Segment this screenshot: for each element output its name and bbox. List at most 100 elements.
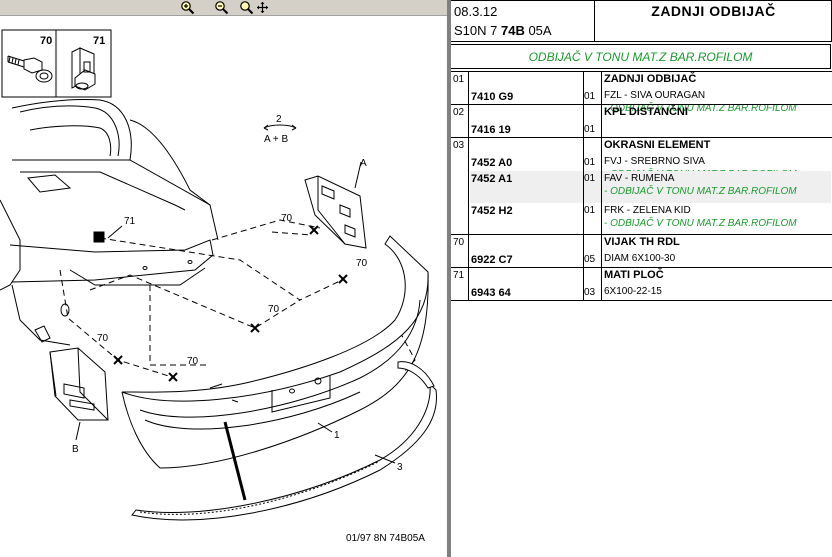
parts-header: 08.3.12 S10N 7 74B 05A ZADNJI ODBIJAČ [451, 0, 832, 42]
clip-nut-icon [71, 47, 96, 91]
part-quantity: 01 [584, 205, 596, 216]
part-quantity: 01 [584, 157, 596, 168]
part-row[interactable]: 7452 H2 01 FRK - ZELENA KID - ODBIJAČ V TON… [470, 203, 831, 235]
exploded-parts-diagram: 70 71 [0, 29, 437, 521]
header-info: 08.3.12 S10N 7 74B 05A [451, 1, 595, 42]
group-position-cell: 02 [451, 105, 469, 137]
label-70-d: 70 [97, 333, 109, 344]
group-name: MATI PLOČ [604, 269, 664, 281]
parts-group: 02 7416 19 01 KPL DISTANČNI [451, 104, 832, 138]
part-row[interactable]: 7452 A1 01 FAV - RUMENA - ODBIJAČ V TONU MA… [470, 171, 831, 203]
part-description: DIAM 6X100-30 [604, 253, 676, 264]
group-name: ZADNJI ODBIJAČ [604, 73, 697, 85]
header-code-prefix: S10N 7 [454, 23, 501, 38]
group-position-cell: 03 [451, 138, 469, 234]
group-position-cell: 70 [451, 235, 469, 267]
part-row[interactable]: 6943 64 03 6X100-22-15 [470, 269, 831, 301]
bracket-a: A [304, 158, 367, 249]
label-1: 1 [334, 430, 340, 441]
part-row[interactable]: 6922 C7 05 DIAM 6X100-30 [470, 236, 831, 268]
group-quantity-column [583, 105, 602, 137]
part-row[interactable]: 7410 G9 01 FZL - SIVA OURAGAN - ODBIJAČ V T… [470, 73, 831, 114]
group-quantity-column [583, 138, 602, 234]
callout-box-71: 71 [55, 29, 112, 98]
label-70-e: 70 [187, 356, 199, 367]
part-description: FRK - ZELENA KID [604, 205, 691, 216]
car-body-outline [0, 98, 219, 346]
group-name: OKRASNI ELEMENT [604, 139, 711, 151]
label-2: 2 [276, 114, 282, 125]
part-note: - ODBIJAČ V TONU MAT.Z BAR.ROFILOM [604, 186, 797, 197]
zoom-out-button[interactable] [212, 0, 230, 15]
diagram-code: 01/97 8N 74B05A [346, 533, 425, 544]
fastener-marks [113, 225, 348, 382]
group-position: 01 [453, 74, 465, 85]
diagram-toolbar [0, 0, 447, 16]
label-71: 71 [124, 216, 136, 227]
header-code-bold: 74B [500, 23, 525, 38]
part-quantity: 01 [584, 173, 596, 184]
part-note: - ODBIJAČ V TONU MAT.Z BAR.ROFILOM [604, 218, 797, 229]
label-70-b: 70 [356, 258, 368, 269]
part-description: 6X100-22-15 [604, 286, 662, 297]
group-position-cell: 01 [451, 72, 469, 104]
label-a-plus-b: A + B [264, 134, 289, 145]
diagram-pane: 70 71 [0, 0, 447, 544]
label-b: B [72, 444, 79, 455]
part-note: - ODBIJAČ V TONU MAT.Z BAR.ROFILOM [604, 103, 797, 114]
label-70-a: 70 [281, 213, 293, 224]
part-row[interactable]: 7416 19 01 [470, 106, 831, 138]
part-description: FVJ - SREBRNO SIVA [604, 156, 705, 167]
header-code-suffix: 05A [524, 23, 552, 38]
callout-box-70: 70 [1, 29, 57, 98]
group-position: 70 [453, 237, 465, 248]
parts-group: 71 6943 64 03 6X100-22-15 MATI PLOČ [451, 267, 832, 301]
assembly-lines [59, 219, 416, 379]
part-reference[interactable]: 6922 C7 [471, 254, 513, 266]
zoom-out-icon [214, 1, 228, 15]
parts-group: 70 6922 C7 05 DIAM 6X100-30 VIJAK TH RDL [451, 234, 832, 268]
variant-banner: ODBIJAČ V TONU MAT.Z BAR.ROFILOM [451, 44, 831, 69]
part-quantity: 01 [584, 91, 596, 102]
zoom-move-icon [240, 1, 268, 15]
page-title: ZADNJI ODBIJAČ [651, 3, 776, 19]
callout-71-label: 71 [93, 35, 105, 47]
part-reference[interactable]: 7452 A1 [471, 173, 513, 185]
parts-group: 03 7452 A0 01 FVJ - SREBRNO SIVA - ODBIJAČ V… [451, 137, 832, 235]
part-reference[interactable]: 6943 64 [471, 287, 511, 299]
group-quantity-column [583, 268, 602, 300]
group-position-cell: 71 [451, 268, 469, 300]
group-position: 02 [453, 107, 465, 118]
part-quantity: 05 [584, 254, 596, 265]
header-code: S10N 7 74B 05A [454, 23, 552, 38]
rear-bumper: 1 [121, 235, 429, 501]
part-reference[interactable]: 7416 19 [471, 124, 511, 136]
parts-list-pane: 08.3.12 S10N 7 74B 05A ZADNJI ODBIJAČ OD… [451, 0, 832, 557]
part-reference[interactable]: 7452 H2 [471, 205, 513, 217]
zoom-move-button[interactable] [238, 0, 270, 15]
label-a: A [360, 158, 367, 169]
group-name: KPL DISTANČNI [604, 106, 688, 118]
zoom-in-button[interactable] [178, 0, 196, 15]
callout-70-label: 70 [40, 35, 52, 47]
part-description: FZL - SIVA OURAGAN [604, 90, 706, 101]
label-3: 3 [397, 462, 403, 473]
group-quantity-column [583, 235, 602, 267]
part-reference[interactable]: 7452 A0 [471, 157, 513, 169]
group-position: 71 [453, 270, 465, 281]
group-name: VIJAK TH RDL [604, 236, 680, 248]
bracket-b: B [49, 347, 109, 455]
group-quantity-column [583, 72, 602, 104]
pane-divider [447, 0, 451, 557]
part-quantity: 01 [584, 124, 596, 135]
group-position: 03 [453, 140, 465, 151]
part-reference[interactable]: 7410 G9 [471, 91, 514, 103]
screw-icon [7, 55, 53, 83]
trim-strip: 3 [131, 361, 437, 521]
zoom-in-icon [180, 1, 194, 15]
header-date: 08.3.12 [454, 4, 498, 19]
part-description: FAV - RUMENA [604, 173, 675, 184]
part-quantity: 03 [584, 287, 596, 298]
